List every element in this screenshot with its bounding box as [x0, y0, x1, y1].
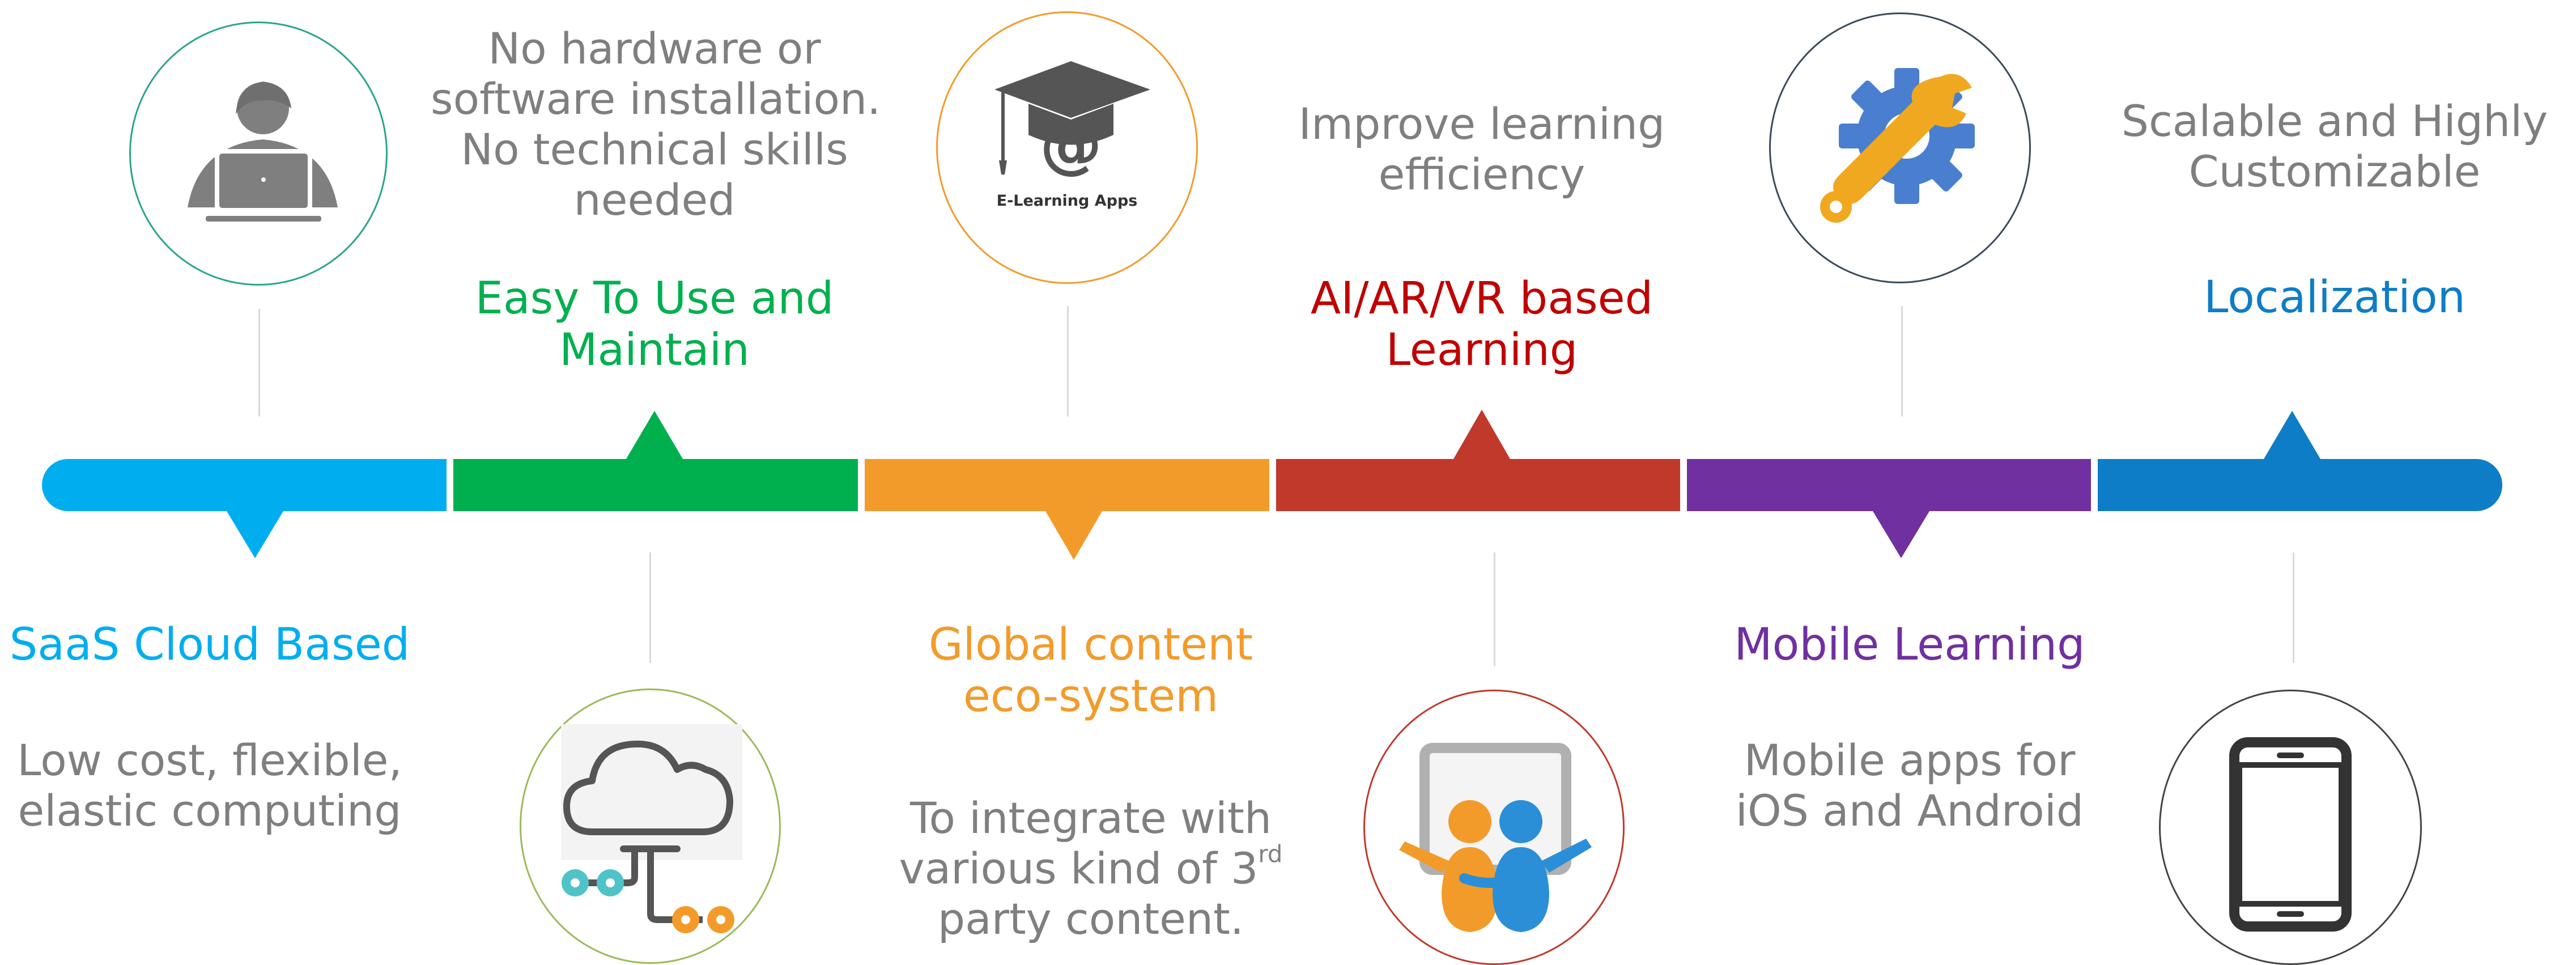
timeline-segment-4 [1276, 410, 1680, 511]
feature-6-desc-line: Scalable and Highly [2121, 96, 2548, 146]
feature-4-description: Improve learning efficiency [1264, 99, 1700, 200]
timeline-segment-1 [42, 459, 447, 558]
feature-3-desc-line: various kind of 3rd [873, 842, 1309, 894]
feature-2-title-line: Maintain [559, 325, 750, 376]
timeline-segment-6 [2098, 411, 2502, 511]
feature-3-description: To integrate with various kind of 3rd pa… [873, 793, 1309, 945]
feature-4-desc-line: efficiency [1378, 148, 1585, 199]
feature-1-title: SaaS Cloud Based [9, 619, 410, 670]
feature-3-desc-line: To integrate with [909, 793, 1272, 843]
feature-4-desc-line: Improve learning [1298, 99, 1665, 149]
feature-1-desc-line: elastic computing [18, 785, 402, 836]
feature-1-desc-line: Low cost, flexible, [17, 735, 402, 785]
feature-3-title-line: eco-system [963, 671, 1219, 722]
feature-5-desc-line: iOS and Android [1735, 785, 2084, 836]
gear-wrench-icon [1769, 12, 2031, 283]
feature-4-title-line: Learning [1385, 325, 1578, 376]
feature-3-desc-text: various kind of 3 [899, 843, 1259, 894]
feature-6-title: Localization [2204, 272, 2466, 323]
feature-5-desc-line: Mobile apps for [1744, 735, 2076, 785]
feature-2-desc-line: software installation. [431, 73, 881, 124]
feature-4-title-line: AI/AR/VR based [1310, 273, 1653, 324]
timeline-segment-5 [1687, 459, 2091, 558]
feature-3-title-line: Global content [928, 619, 1253, 670]
feature-5-title: Mobile Learning [1734, 619, 2085, 670]
feature-3-desc-line: party content. [937, 893, 1244, 944]
svg-text:@: @ [1040, 108, 1102, 181]
collaboration-board-icon [1363, 690, 1625, 965]
connector-2 [649, 552, 651, 663]
feature-6-desc-line: Customizable [2188, 146, 2481, 197]
feature-2-desc-line: No hardware or [488, 23, 821, 74]
feature-5-description: Mobile apps for iOS and Android [1694, 735, 2125, 836]
e-learning-caption: E-Learning Apps [996, 192, 1138, 210]
feature-2-title: Easy To Use and Maintain [431, 273, 878, 377]
cloud-network-icon [520, 688, 781, 964]
feature-3-title: Global content eco-system [873, 619, 1309, 723]
feature-2-title-line: Easy To Use and [475, 273, 834, 324]
feature-4-title: AI/AR/VR based Learning [1264, 273, 1700, 377]
connector-6 [2293, 552, 2294, 663]
timeline-segment-3 [865, 459, 1269, 560]
feature-2-description: No hardware or software installation. No… [431, 23, 881, 226]
feature-2-desc-line: needed [573, 174, 736, 225]
laptop-user-icon [129, 22, 388, 286]
feature-6-description: Scalable and Highly Customizable [2097, 96, 2573, 197]
feature-2-desc-line: No technical skills [461, 124, 848, 175]
connector-5 [1901, 306, 1903, 416]
e-learning-cap-icon: @ E-Learning Apps [936, 11, 1198, 284]
feature-1-description: Low cost, flexible, elastic computing [0, 735, 419, 836]
connector-1 [258, 309, 260, 416]
feature-3-desc-superscript: rd [1258, 840, 1283, 868]
smartphone-icon [2159, 690, 2422, 965]
connector-4 [1494, 552, 1495, 666]
connector-3 [1067, 306, 1069, 416]
timeline-segment-2 [453, 411, 858, 511]
